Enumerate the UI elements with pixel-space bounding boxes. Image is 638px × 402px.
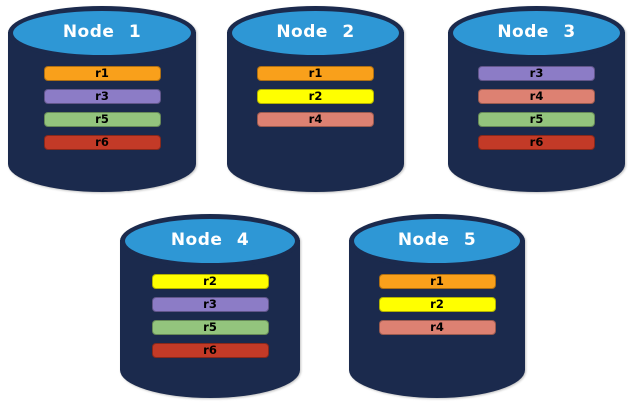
replica-bar-r6: r6 [478, 135, 595, 150]
node-4-label: Node 4 [170, 230, 250, 250]
node-2-label: Node 2 [276, 22, 355, 42]
node-1-cylinder: Node 1 r1 r3 r5 r6 [8, 6, 196, 192]
replica-bar-r2: r2 [257, 89, 374, 104]
node-3-cylinder-top: Node 3 [448, 6, 625, 60]
replica-bar-r5: r5 [43, 112, 161, 127]
replica-bar-r4: r4 [378, 320, 496, 335]
replica-bar-r3: r3 [43, 89, 161, 104]
node-5-replica-list: r1 r2 r4 [349, 274, 525, 335]
node-5-label: Node 5 [397, 230, 477, 250]
replica-bar-r1: r1 [378, 274, 496, 289]
replica-bar-r3: r3 [478, 66, 595, 81]
node-1-label: Node 1 [62, 22, 142, 42]
node-4-cylinder-top: Node 4 [120, 214, 300, 268]
node-2-replica-list: r1 r2 r4 [227, 66, 404, 127]
node-4-replica-list: r2 r3 r5 r6 [120, 274, 300, 358]
node-1-replica-list: r1 r3 r5 r6 [8, 66, 196, 150]
replica-bar-r3: r3 [151, 297, 269, 312]
node-3-label: Node 3 [497, 22, 576, 42]
replica-bar-r6: r6 [43, 135, 161, 150]
replica-bar-r4: r4 [478, 89, 595, 104]
replica-bar-r5: r5 [151, 320, 269, 335]
node-1-cylinder-top: Node 1 [8, 6, 196, 60]
replica-bar-r2: r2 [378, 297, 496, 312]
node-3-replica-list: r3 r4 r5 r6 [448, 66, 625, 150]
node-2-cylinder-top: Node 2 [227, 6, 404, 60]
node-3-cylinder: Node 3 r3 r4 r5 r6 [448, 6, 625, 192]
node-5-cylinder: Node 5 r1 r2 r4 [349, 214, 525, 398]
node-2-cylinder: Node 2 r1 r2 r4 [227, 6, 404, 192]
replica-bar-r2: r2 [151, 274, 269, 289]
node-5-cylinder-top: Node 5 [349, 214, 525, 268]
replica-bar-r6: r6 [151, 343, 269, 358]
replica-bar-r4: r4 [257, 112, 374, 127]
replica-bar-r5: r5 [478, 112, 595, 127]
replica-bar-r1: r1 [43, 66, 161, 81]
node-4-cylinder: Node 4 r2 r3 r5 r6 [120, 214, 300, 398]
replica-bar-r1: r1 [257, 66, 374, 81]
